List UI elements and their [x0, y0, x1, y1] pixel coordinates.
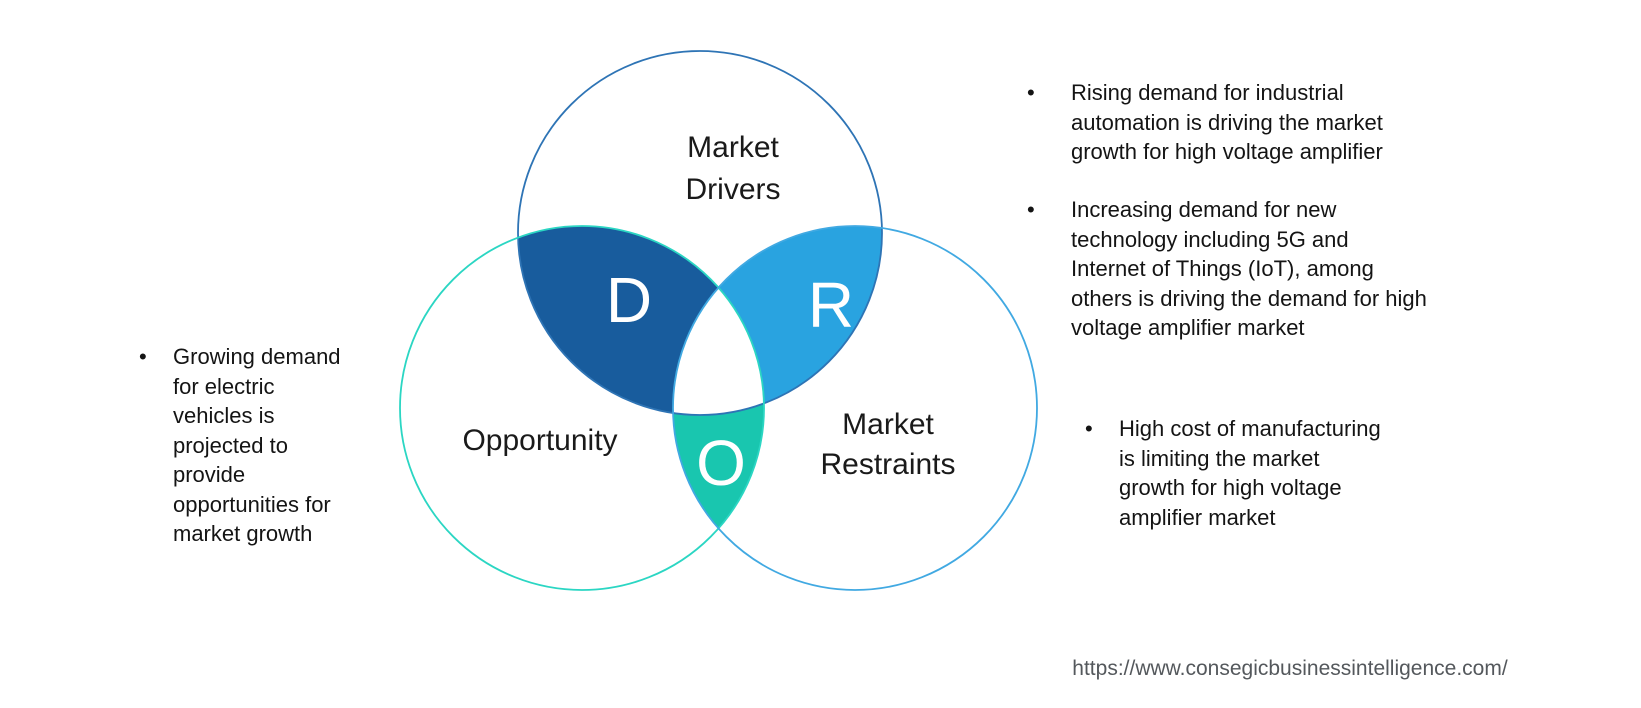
opportunity-label: Opportunity: [462, 424, 618, 457]
restraint-bullet: • High cost of manufacturing is limiting…: [1079, 414, 1381, 532]
restraint-bullet-text: High cost of manufacturing is limiting t…: [1119, 416, 1381, 530]
restraints-circle-outline: [672, 225, 1038, 591]
opportunity-lens-letter: O: [696, 427, 746, 499]
source-url: https://www.consegicbusinessintelligence…: [1072, 657, 1508, 680]
bullet-dot: •: [1085, 416, 1093, 441]
market-drivers-label: Market Drivers: [685, 131, 781, 206]
market-restraints-label: Market Restraints: [820, 408, 956, 481]
drivers-circle-outline: [517, 50, 883, 416]
driver-bullet-2-text: Increasing demand for new technology inc…: [1071, 197, 1427, 340]
driver-bullet-1-text: Rising demand for industrial automation …: [1071, 80, 1383, 164]
restraints-lens-letter: R: [807, 269, 855, 341]
opportunity-bullet-text: Growing demand for electric vehicles is …: [173, 344, 341, 546]
opportunity-circle-outline: [399, 225, 765, 591]
drivers-lens-letter: D: [605, 264, 653, 336]
opportunity-bullet: • Growing demand for electric vehicles i…: [133, 342, 341, 549]
bullet-dot: •: [139, 344, 147, 369]
driver-bullet-2: • Increasing demand for new technology i…: [1021, 195, 1427, 343]
bullet-dot: •: [1027, 197, 1035, 222]
driver-bullet-1: • Rising demand for industrial automatio…: [1021, 78, 1383, 167]
bullet-dot: •: [1027, 80, 1035, 105]
